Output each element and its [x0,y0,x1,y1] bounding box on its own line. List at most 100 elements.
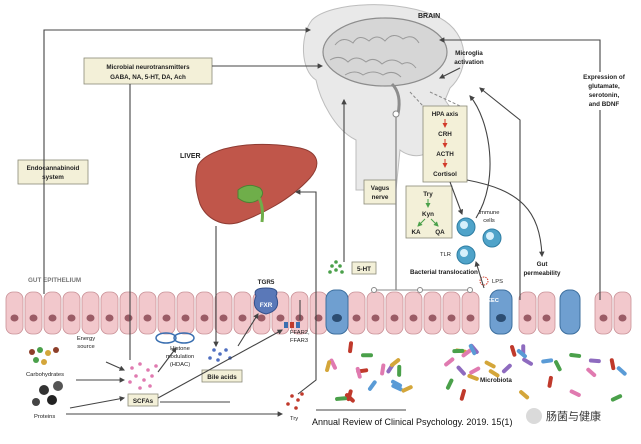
svg-text:Microbial neurotransmitters: Microbial neurotransmitters [106,64,190,71]
svg-text:serotonin,: serotonin, [589,92,620,99]
svg-text:KA: KA [411,229,421,236]
bacterium [344,393,355,403]
svg-text:Histone: Histone [170,346,190,352]
bacterium [510,345,517,357]
bacterium [452,348,465,354]
epithelial-cell [233,291,252,335]
svg-text:modulation: modulation [166,354,194,360]
bacterium [401,385,413,393]
bacterium [610,394,623,402]
fxr-receptor: FXR [253,287,279,315]
bacterial-translocation-label: Bacterial translocation [410,269,478,276]
svg-text:CRH: CRH [438,131,452,138]
svg-text:GABA, NA, 5-HT, DA, Ach: GABA, NA, 5-HT, DA, Ach [110,74,186,81]
svg-text:activation: activation [454,59,484,66]
epithelial-cell [366,291,385,335]
svg-text:Bile acids: Bile acids [207,374,237,381]
epithelial-cell [347,291,366,335]
epithelial-cell [537,291,556,335]
expression-label: Expression of glutamate, serotonin, and … [583,74,626,108]
vagus-nerve-box: Vagus nerve [363,179,397,205]
cell-nucleus [466,314,475,322]
svg-text:FFAR2,: FFAR2, [290,330,310,336]
cell-nucleus [105,314,114,322]
carbohydrates-label: Carbohydrates [26,372,64,378]
bacterium [389,358,401,368]
enteroendocrine-cell-right [489,289,513,335]
svg-text:source: source [77,344,94,350]
bacterium [360,353,373,358]
tgr5-label: TGR5 [258,279,275,286]
svg-text:Vagus: Vagus [371,185,390,192]
svg-text:Cortisol: Cortisol [433,171,457,178]
svg-text:system: system [42,174,64,181]
hpa-axis-box: HPA axis CRH ACTH Cortisol [422,105,468,183]
cell-nucleus [10,314,19,322]
bacterium [445,378,454,390]
cell-nucleus [618,314,627,322]
svg-text:Try: Try [423,191,433,198]
carbohydrate-molecules [29,347,59,365]
svg-text:SCFAs: SCFAs [133,398,154,405]
svg-text:Energy: Energy [77,336,95,342]
epithelial-cell [62,291,81,335]
bacterium [516,349,527,359]
bacterium [609,358,616,371]
bacterium [459,389,466,401]
gut-permeability-label: Gut permeability [523,261,561,277]
brain-illustration [322,17,448,115]
bacterium [367,380,377,391]
energy-source-label: Energy source [77,336,95,350]
liver-label: LIVER [180,153,201,160]
epithelial-cell [385,291,404,335]
bacterium [325,360,332,373]
cell-nucleus [238,314,247,322]
cell-nucleus [599,314,608,322]
svg-text:Gut: Gut [537,261,549,268]
enteroendocrine-cell-far-right [559,289,581,335]
bacterium [329,358,337,370]
cell-nucleus [447,314,456,322]
cell-nucleus [523,314,532,322]
svg-text:Expression of: Expression of [583,74,626,81]
svg-text:Endocannabinoid: Endocannabinoid [27,165,80,172]
svg-text:HPA axis: HPA axis [432,111,459,118]
gut-epithelium-label: GUT EPITHELIUM [28,277,81,284]
gut-epithelium-cells [5,291,632,335]
watermark: 肠菌与健康 [526,408,601,424]
bacterium [469,366,481,375]
svg-text:cells: cells [483,218,495,224]
epithelial-cell [404,291,423,335]
cell-nucleus [428,314,437,322]
eec-label: EEC [487,298,500,304]
epithelial-cell [176,291,195,335]
epithelial-cell [214,291,233,335]
epithelial-cell [423,291,442,335]
epithelial-cell [518,291,537,335]
bacterium [467,373,479,381]
epithelial-cell [119,291,138,335]
bacterium [484,360,496,369]
try-bottom-label: Try [290,416,298,422]
cell-nucleus [124,314,133,322]
bacterium [522,357,533,366]
lps-label: LPS [492,279,503,285]
bacterium [586,367,597,378]
proteins-label: Proteins [34,414,55,420]
cell-nucleus [409,314,418,322]
brain-label: BRAIN [418,13,440,20]
microglia-activation-label: Microglia activation [454,50,484,66]
bacterium [569,352,582,358]
cell-nucleus [181,314,190,322]
bacterium [380,363,386,376]
cell-nucleus [352,314,361,322]
svg-text:permeability: permeability [523,270,561,277]
svg-text:FFAR3: FFAR3 [290,338,308,344]
svg-text:FXR: FXR [260,302,273,309]
bacterium [444,357,455,367]
bacterium [391,383,403,392]
bacterium [547,375,553,388]
serotonin-granules [328,260,344,274]
tryptophan-particles [286,392,304,410]
lps-icon [479,276,489,286]
